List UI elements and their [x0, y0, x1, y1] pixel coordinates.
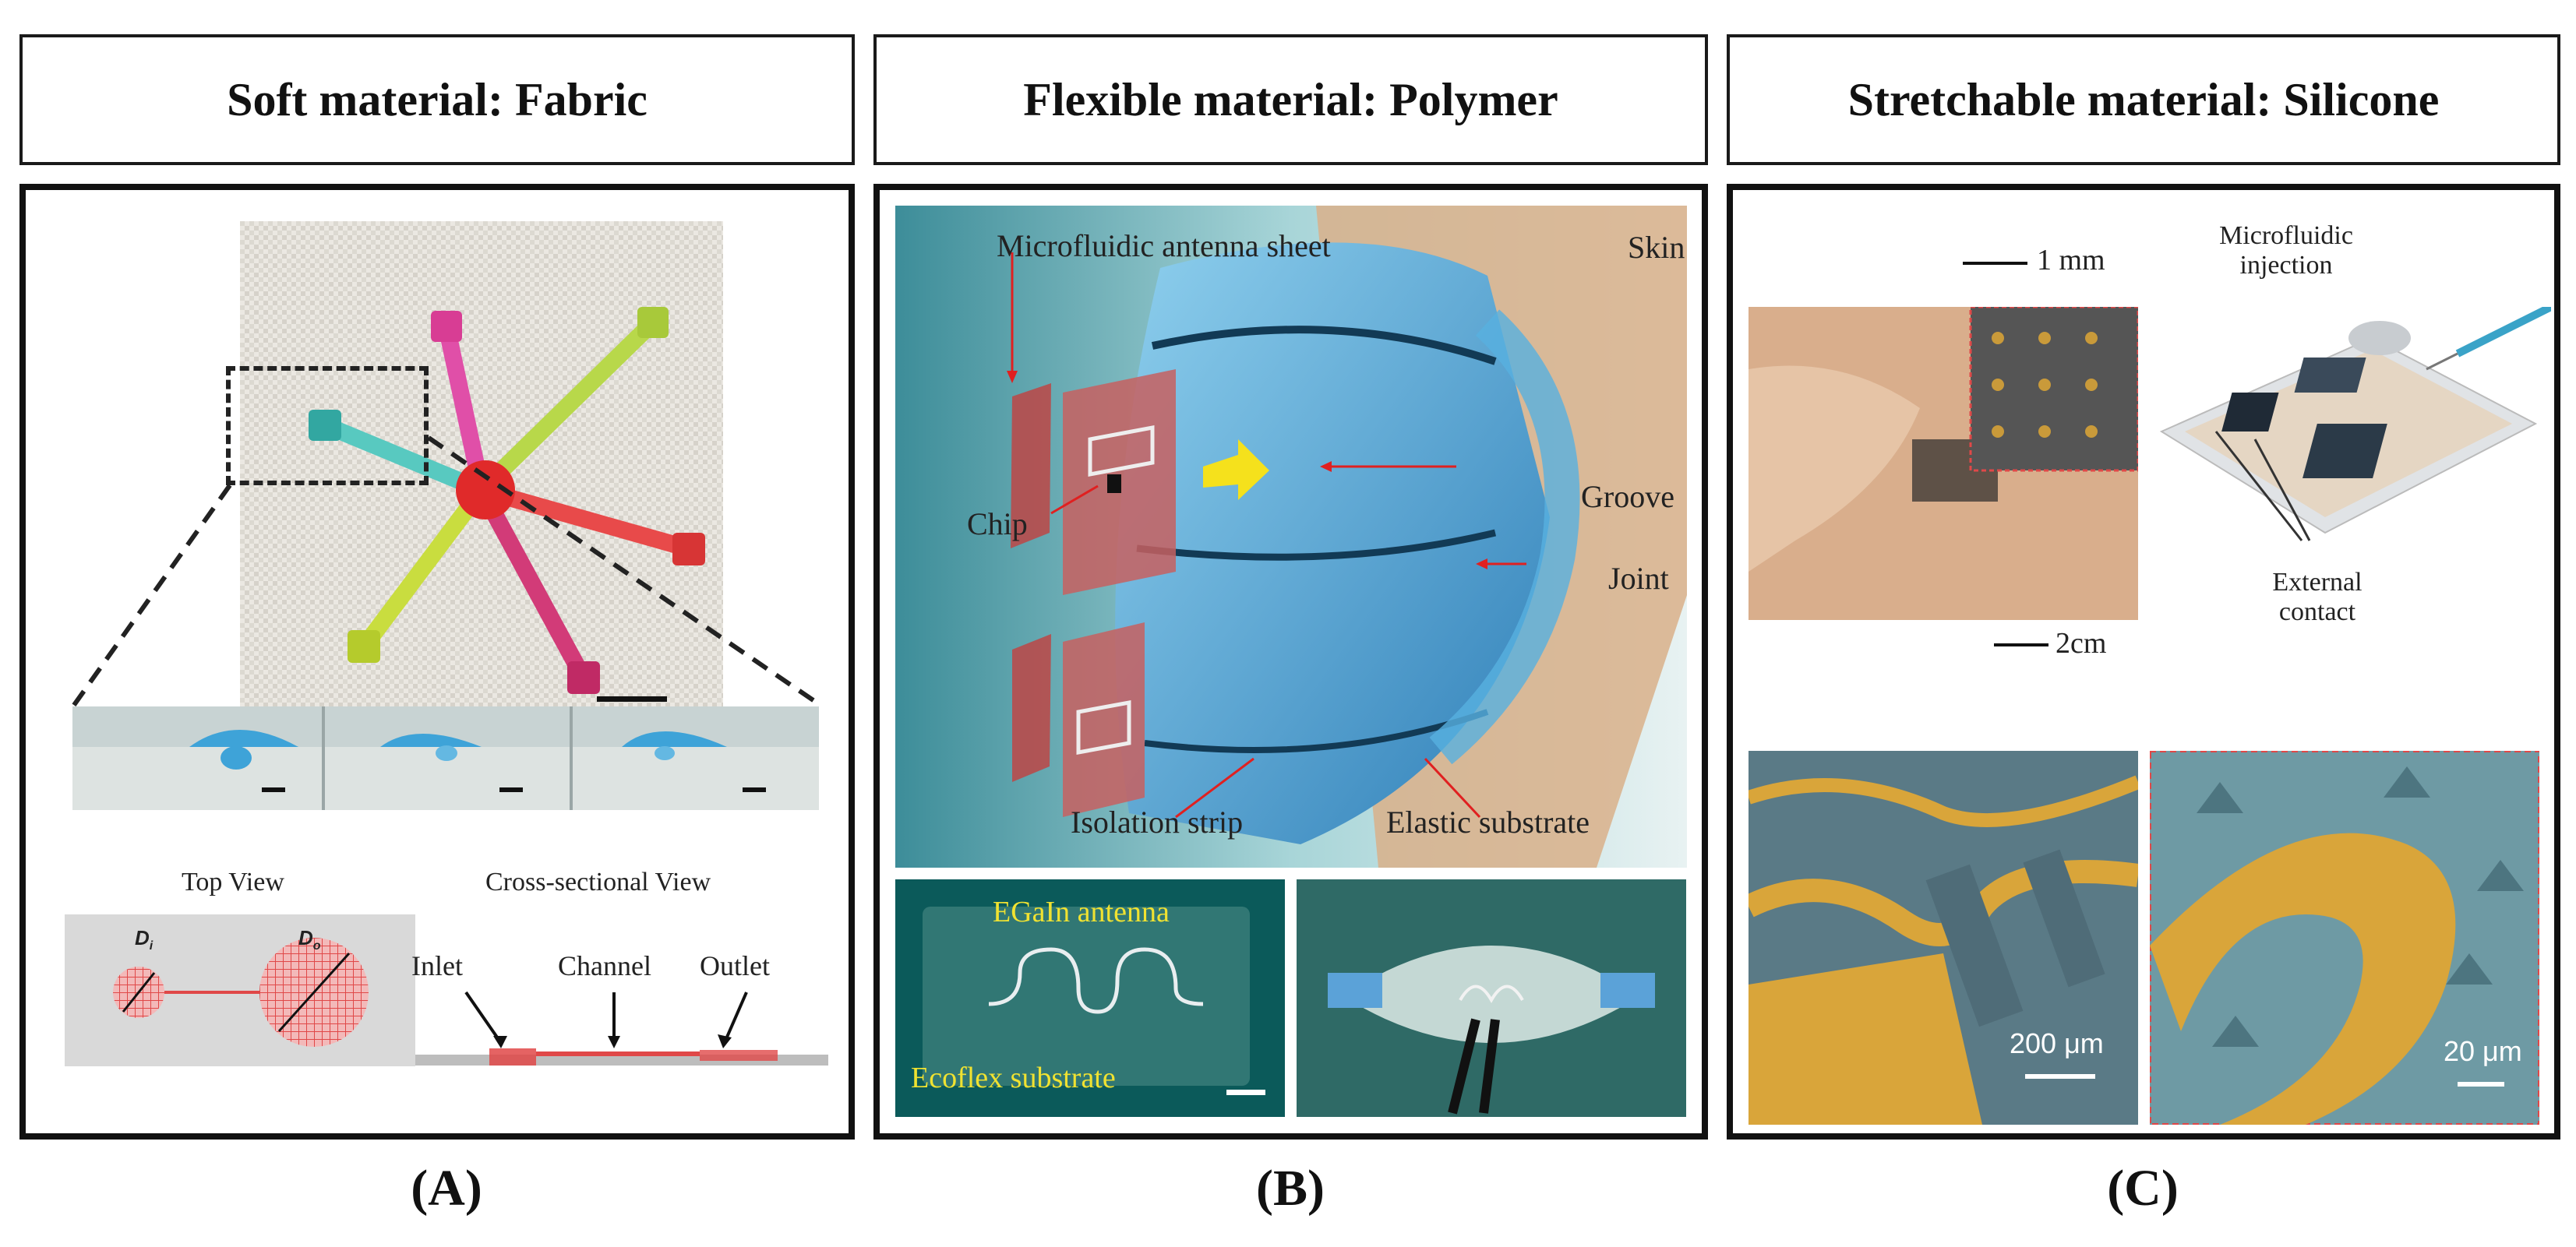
device-illustration — [2159, 307, 2551, 541]
top-view-label: Top View — [182, 868, 284, 897]
panel-fabric: Top View Cross-sectional View Di Do Inle… — [19, 184, 855, 1140]
egain-label: EGaIn antenna — [993, 896, 1170, 928]
scale-1mm-label: 1 mm — [2037, 244, 2105, 277]
scale-20um-label: 20 μm — [2444, 1035, 2522, 1067]
ecoflex-label: Ecoflex substrate — [911, 1062, 1116, 1094]
d-i-label: Di — [135, 926, 154, 953]
top-view-diagram — [65, 914, 415, 1066]
droplet-strip — [72, 706, 819, 810]
scale-bar-2cm — [1994, 643, 2048, 646]
isolation-strip-label: Isolation strip — [1071, 805, 1244, 840]
header-fabric-text: Soft material: Fabric — [227, 73, 648, 125]
stretch-photo — [1297, 879, 1686, 1117]
cross-view-label: Cross-sectional View — [485, 868, 711, 897]
panel-label-a: (A) — [411, 1160, 482, 1217]
header-polymer-text: Flexible material: Polymer — [1023, 73, 1558, 125]
outlet-label: Outlet — [700, 950, 770, 981]
inlet-label: Inlet — [411, 950, 463, 981]
cross-section-diagram — [415, 991, 828, 1066]
scale-200um-label: 200 μm — [2010, 1027, 2104, 1059]
joint-label: Joint — [1608, 561, 1669, 596]
panel-label-c: (C) — [2107, 1160, 2179, 1217]
groove-label: Groove — [1581, 479, 1674, 514]
skin-patch-photo — [1749, 307, 2138, 620]
zoom-lines — [70, 435, 820, 709]
d-o-label: Do — [298, 926, 321, 953]
panel-polymer: Microfluidic antenna sheet Skin Groove J… — [873, 184, 1708, 1140]
elastic-substrate-label: Elastic substrate — [1386, 805, 1590, 840]
microfluidic-sheet-label: Microfluidic antenna sheet — [997, 228, 1331, 263]
scale-bar-1mm — [1963, 262, 2027, 265]
skin-label: Skin — [1628, 230, 1685, 265]
panel-label-b: (B) — [1256, 1160, 1325, 1217]
scale-2cm-label: 2cm — [2056, 627, 2107, 660]
header-silicone: Stretchable material: Silicone — [1727, 34, 2560, 165]
header-fabric: Soft material: Fabric — [19, 34, 855, 165]
header-silicone-text: Stretchable material: Silicone — [1847, 73, 2440, 125]
polymer-knee-illustration — [895, 206, 1687, 868]
chip-label: Chip — [967, 506, 1028, 541]
channel-label: Channel — [558, 950, 651, 981]
zoom-box — [226, 366, 429, 485]
sem-200um — [1749, 751, 2138, 1125]
sem-20um — [2150, 751, 2539, 1125]
fabric-photo — [240, 221, 723, 724]
header-polymer: Flexible material: Polymer — [873, 34, 1708, 165]
egain-photo — [895, 879, 1285, 1117]
